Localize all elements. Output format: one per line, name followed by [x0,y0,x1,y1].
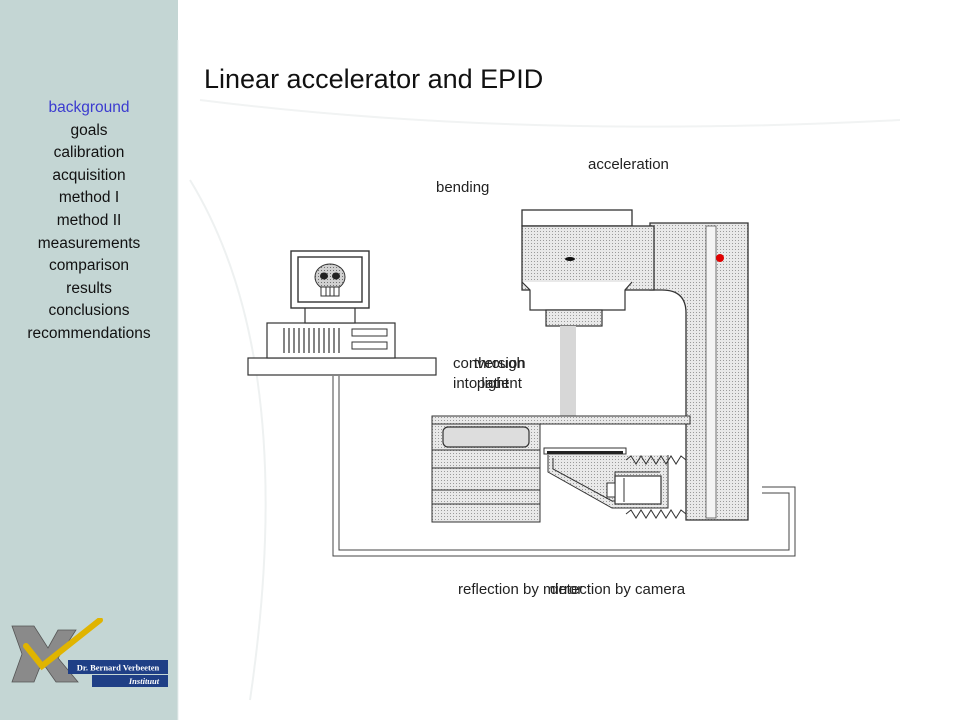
label-through-line2: patient [476,375,522,392]
linac-gantry [649,222,749,521]
nav-item-background[interactable]: background [48,99,130,116]
radiation-source-dot [716,254,724,262]
nav-item-goals[interactable]: goals [70,121,108,139]
label-through-patient: through patient [474,354,525,394]
computer-workstation [247,250,437,376]
nav-item-method-1[interactable]: method I [58,189,120,207]
nav-item-measurements[interactable]: measurements [37,234,141,252]
label-through-line1: through [474,355,525,372]
logo-text-line2: Instituut [128,676,160,686]
label-conversion-line2: into light [453,375,509,392]
logo-text-line1: Dr. Bernard Verbeeten [77,663,160,673]
label-bending: bending [436,179,490,196]
treatment-head [521,209,655,327]
nav-item-calibration[interactable]: calibration [53,144,125,162]
nav-item-results[interactable]: results [66,279,112,297]
institute-logo: Dr. Bernard Verbeeten Instituut [11,618,168,687]
epid-detector [543,447,687,519]
connection-cable [332,376,796,557]
sidebar: background goals calibration acquisition… [0,0,178,720]
radiation-beam [560,326,576,422]
label-acceleration: acceleration [588,156,669,173]
slide-title: Linear accelerator and EPID [204,64,544,94]
nav-item-comparison[interactable]: comparison [48,257,130,275]
label-detection: detection by camera [550,581,686,598]
nav-item-method-2[interactable]: method II [56,211,122,229]
label-reflection: reflection by mirror [458,581,583,598]
nav-item-conclusions[interactable]: conclusions [48,302,130,320]
camera [614,475,662,505]
label-conversion-line1: conversion [453,355,526,372]
label-conversion: conversion into light [453,354,526,394]
skull-xray-image [314,263,346,297]
nav-item-acquisition[interactable]: acquisition [52,166,126,184]
treatment-couch [431,415,691,523]
section-nav: background goals calibration acquisition… [0,97,178,346]
nav-item-recommendations[interactable]: recommendations [27,324,151,342]
patient [442,426,530,448]
